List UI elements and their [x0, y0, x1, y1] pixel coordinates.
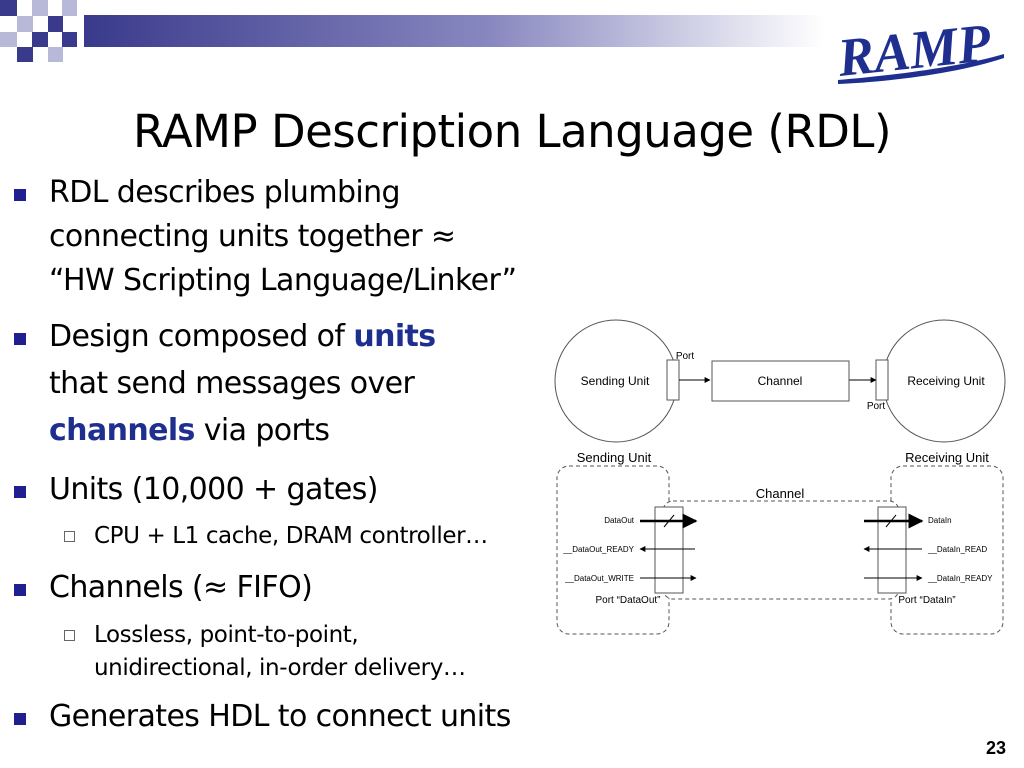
top-port-label-lower: Port	[867, 401, 886, 412]
slide-title: RAMP Description Language (RDL)	[132, 105, 892, 158]
bullet-rdl-line1: RDL describes plumbing	[49, 175, 401, 210]
left-signal-dataout: DataOut	[604, 516, 635, 525]
bullet-marker	[14, 189, 26, 201]
channels-highlight: channels	[49, 413, 195, 448]
top-sending-unit-label: Sending Unit	[581, 374, 650, 388]
bottom-sending-unit-label: Sending Unit	[577, 450, 652, 465]
top-port-left	[666, 359, 680, 401]
bottom-receiving-unit-label: Receiving Unit	[905, 450, 989, 465]
units-highlight: units	[353, 319, 436, 354]
sub-bullet-lossless-line2: unidirectional, in-order delivery…	[94, 655, 466, 681]
bullet-rdl-line3: “HW Scripting Language/Linker”	[49, 263, 517, 298]
bottom-channel-label: Channel	[756, 486, 805, 501]
left-port-label: Port “DataOut”	[595, 595, 660, 606]
page-number: 23	[986, 738, 1007, 758]
right-port-label: Port “DataIn”	[898, 595, 955, 606]
bullet-marker	[14, 584, 26, 596]
bullet-design-tail: via ports	[194, 413, 330, 448]
right-bus-slash	[885, 514, 897, 528]
bullet-units: Units (10,000 + gates)	[49, 472, 379, 507]
svg-text:RAMP: RAMP	[836, 18, 994, 88]
bullet-marker	[14, 333, 26, 345]
right-signal-ready: __DataIn_READY	[927, 574, 993, 583]
sub-bullet-marker	[64, 630, 75, 641]
sub-bullet-marker	[64, 531, 75, 542]
ramp-logo: RAMP	[836, 18, 1004, 88]
bullet-design-text: Design composed of	[49, 319, 354, 354]
top-port-label-upper: Port	[676, 351, 695, 362]
left-signal-ready: __DataOut_READY	[562, 545, 634, 554]
top-channel-label: Channel	[758, 374, 803, 388]
sub-bullet-lossless-line1: Lossless, point-to-point,	[94, 622, 359, 648]
bullet-marker	[14, 486, 26, 498]
bullet-design-line3: channels via ports	[49, 408, 330, 453]
top-receiving-unit-label: Receiving Unit	[907, 374, 985, 388]
rdl-diagram: Sending Unit Channel Receiving Unit Port…	[554, 319, 1006, 635]
header-decoration	[0, 0, 824, 62]
right-signal-datain: DataIn	[928, 516, 952, 525]
bullet-generates: Generates HDL to connect units	[49, 699, 511, 734]
left-bus-slash	[663, 514, 675, 528]
bottom-channel-box	[662, 500, 900, 600]
top-port-right	[875, 359, 889, 401]
sub-bullet-cpu: CPU + L1 cache, DRAM controller…	[94, 523, 488, 549]
top-channel-box	[711, 360, 850, 402]
bullet-rdl-line2: connecting units together ≈	[49, 219, 456, 254]
bullet-design-line2: that send messages over	[49, 366, 415, 401]
left-signal-write: __DataOut_WRITE	[564, 574, 634, 583]
bullet-channels: Channels (≈ FIFO)	[49, 570, 313, 605]
bullet-marker	[14, 713, 26, 725]
right-signal-read: __DataIn_READ	[927, 545, 987, 554]
bullet-design-line1: Design composed of units	[49, 314, 436, 359]
